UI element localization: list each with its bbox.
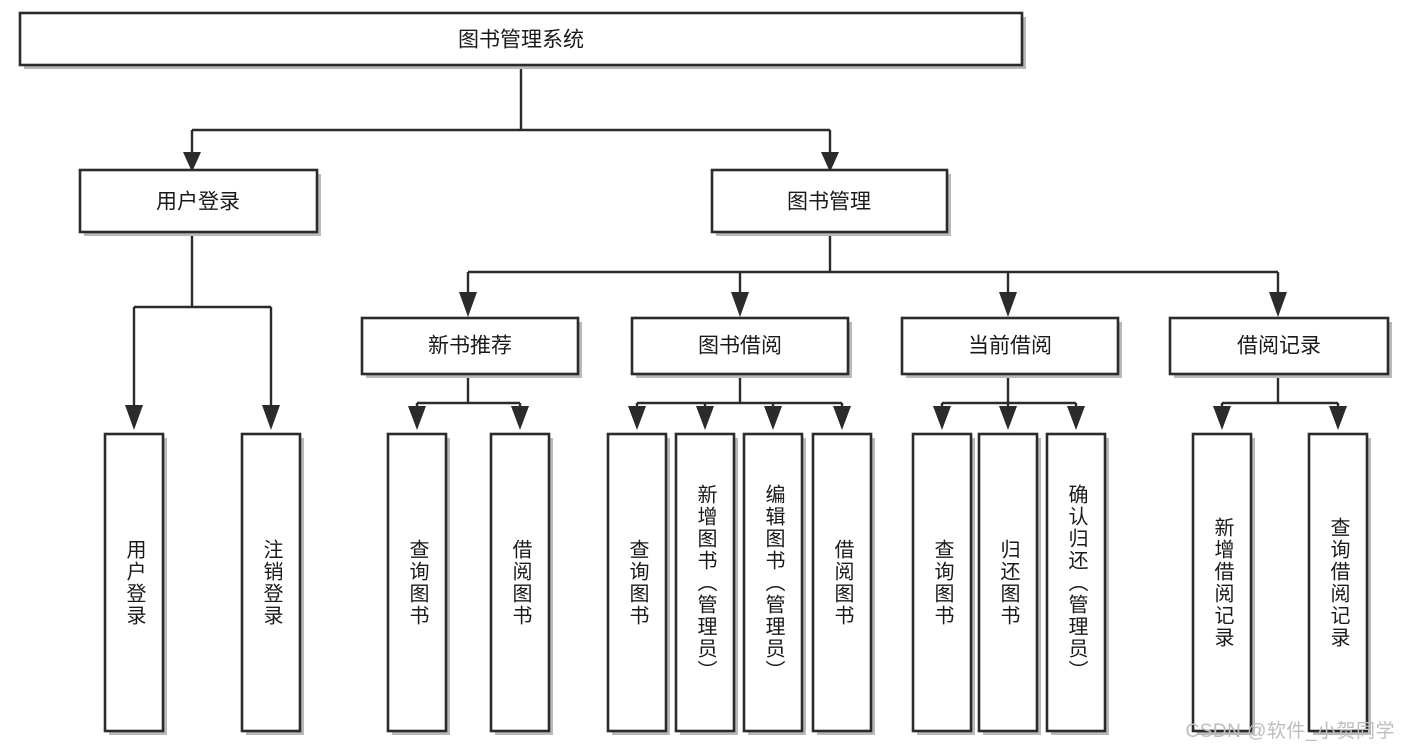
node-borrow-record-rect[interactable]: [1168, 316, 1390, 376]
node-root[interactable]: 图书管理系统: [18, 11, 1026, 69]
arrowhead-leaf-confirm-return: [1067, 406, 1085, 430]
leaf-add-record-rect[interactable]: [1191, 432, 1253, 733]
arrowhead-leaf-query-record: [1329, 406, 1347, 430]
leaf-return-book-rect[interactable]: [977, 432, 1039, 733]
arrowhead-leaf-user-login: [125, 405, 143, 430]
arrowhead-borrow-record: [1269, 292, 1287, 317]
arrowhead-leaf-edit-book: [764, 406, 782, 430]
node-borrow-record-label: 借阅记录: [1237, 335, 1321, 358]
node-current-borrow[interactable]: 当前借阅: [900, 316, 1122, 378]
arrowhead-leaf-add-book: [696, 406, 714, 430]
connector-layer: [125, 66, 1347, 430]
node-current-borrow-label: 当前借阅: [968, 335, 1052, 358]
leaf-add-book-rect[interactable]: [674, 432, 736, 733]
node-book-borrow-rect[interactable]: [630, 316, 850, 376]
leaf-query-book-2-rect[interactable]: [606, 432, 668, 733]
arrowhead-book-management: [821, 152, 839, 172]
leaf-borrow-book-1-rect[interactable]: [489, 432, 551, 733]
node-current-borrow-rect[interactable]: [900, 316, 1120, 376]
arrowhead-leaf-query-book-2: [628, 406, 646, 430]
node-book-management-rect[interactable]: [710, 168, 949, 234]
arrowhead-leaf-return-book: [999, 406, 1017, 430]
node-user-login[interactable]: 用户登录: [78, 168, 321, 236]
node-new-book-recommend[interactable]: 新书推荐: [360, 316, 582, 378]
leaf-user-login-rect[interactable]: [103, 432, 165, 733]
node-book-borrow-label: 图书借阅: [698, 335, 782, 358]
node-new-book-recommend-rect[interactable]: [360, 316, 580, 376]
arrowhead-leaf-query-book-3: [933, 406, 951, 430]
leaf-query-record-rect[interactable]: [1307, 432, 1369, 733]
leaf-confirm-return-rect[interactable]: [1045, 432, 1107, 733]
arrowhead-book-borrow: [731, 292, 749, 317]
arrowhead-user-login: [183, 152, 201, 172]
node-book-management-label: 图书管理: [787, 191, 871, 214]
watermark: CSDN @软件_小贺同学: [1185, 721, 1395, 742]
leaf-edit-book-rect[interactable]: [742, 432, 804, 733]
arrowhead-leaf-add-record: [1213, 406, 1231, 430]
node-root-rect[interactable]: [18, 11, 1024, 67]
leaf-query-book-3-rect[interactable]: [911, 432, 973, 733]
node-borrow-record[interactable]: 借阅记录: [1168, 316, 1392, 378]
arrowhead-new-book-recommend: [459, 292, 477, 317]
node-user-login-rect[interactable]: [78, 168, 319, 234]
arrowhead-leaf-logout: [262, 405, 280, 430]
arrowhead-leaf-borrow-book-1: [511, 406, 529, 430]
node-book-borrow[interactable]: 图书借阅: [630, 316, 852, 378]
arrowhead-leaf-borrow-book-2: [833, 406, 851, 430]
leaf-boxes: [103, 432, 1371, 735]
leaf-query-book-1-rect[interactable]: [386, 432, 448, 733]
arrowhead-leaf-query-book-1: [408, 406, 426, 430]
arrowhead-current-borrow: [999, 292, 1017, 317]
leaf-borrow-book-2-rect[interactable]: [811, 432, 873, 733]
node-new-book-recommend-label: 新书推荐: [428, 335, 512, 358]
leaf-logout-rect[interactable]: [240, 432, 302, 733]
node-root-label: 图书管理系统: [458, 29, 584, 52]
node-book-management[interactable]: 图书管理: [710, 168, 951, 236]
node-user-login-label: 用户登录: [156, 191, 240, 214]
